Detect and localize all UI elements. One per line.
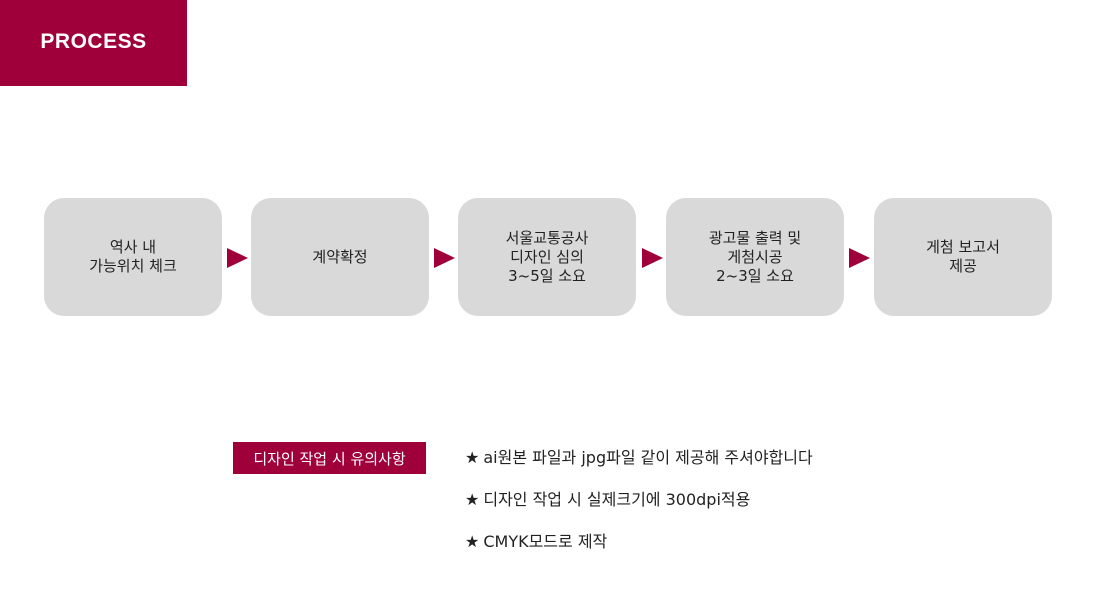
- notice-item: ★ CMYK모드로 제작: [465, 531, 813, 573]
- star-icon: ★: [465, 448, 480, 467]
- process-header: PROCESS: [0, 0, 187, 86]
- star-icon: ★: [465, 532, 480, 551]
- notice-item: ★ ai원본 파일과 jpg파일 같이 제공해 주셔야합니다: [465, 447, 813, 489]
- notice-item: ★ 디자인 작업 시 실제크기에 300dpi적용: [465, 489, 813, 531]
- step-label-line: 2~3일 소요: [716, 266, 794, 285]
- arrow-right-icon: [227, 248, 248, 268]
- notice-item-text: CMYK모드로 제작: [483, 532, 608, 551]
- arrow-right-icon: [642, 248, 663, 268]
- step-location-check: 역사 내 가능위치 체크: [44, 198, 222, 316]
- arrow-right-icon: [434, 248, 455, 268]
- process-title: PROCESS: [40, 30, 147, 53]
- design-notice-label: 디자인 작업 시 유의사항: [253, 449, 406, 468]
- step-print-install: 광고물 출력 및 게첨시공 2~3일 소요: [666, 198, 844, 316]
- step-label-line: 디자인 심의: [510, 247, 584, 266]
- step-label-line: 게첨 보고서: [926, 238, 1000, 256]
- arrow-right-icon: [849, 248, 870, 268]
- step-label-line: 제공: [949, 257, 977, 275]
- design-notice-badge: 디자인 작업 시 유의사항: [233, 442, 426, 474]
- step-contract-confirm: 계약확정: [251, 198, 429, 316]
- step-report: 게첨 보고서 제공: [874, 198, 1052, 316]
- step-label-line: 계약확정: [312, 247, 368, 266]
- step-label-line: 광고물 출력 및: [708, 228, 802, 247]
- step-design-review: 서울교통공사 디자인 심의 3~5일 소요: [458, 198, 636, 316]
- step-label-line: 게첨시공: [727, 247, 783, 266]
- design-notice-list: ★ ai원본 파일과 jpg파일 같이 제공해 주셔야합니다 ★ 디자인 작업 …: [465, 447, 813, 573]
- step-label-line: 가능위치 체크: [89, 257, 177, 275]
- step-label-line: 3~5일 소요: [508, 266, 586, 285]
- step-label-line: 서울교통공사: [505, 228, 589, 247]
- notice-item-text: 디자인 작업 시 실제크기에 300dpi적용: [483, 490, 751, 509]
- star-icon: ★: [465, 490, 480, 509]
- notice-item-text: ai원본 파일과 jpg파일 같이 제공해 주셔야합니다: [483, 448, 813, 467]
- step-label-line: 역사 내: [109, 238, 157, 256]
